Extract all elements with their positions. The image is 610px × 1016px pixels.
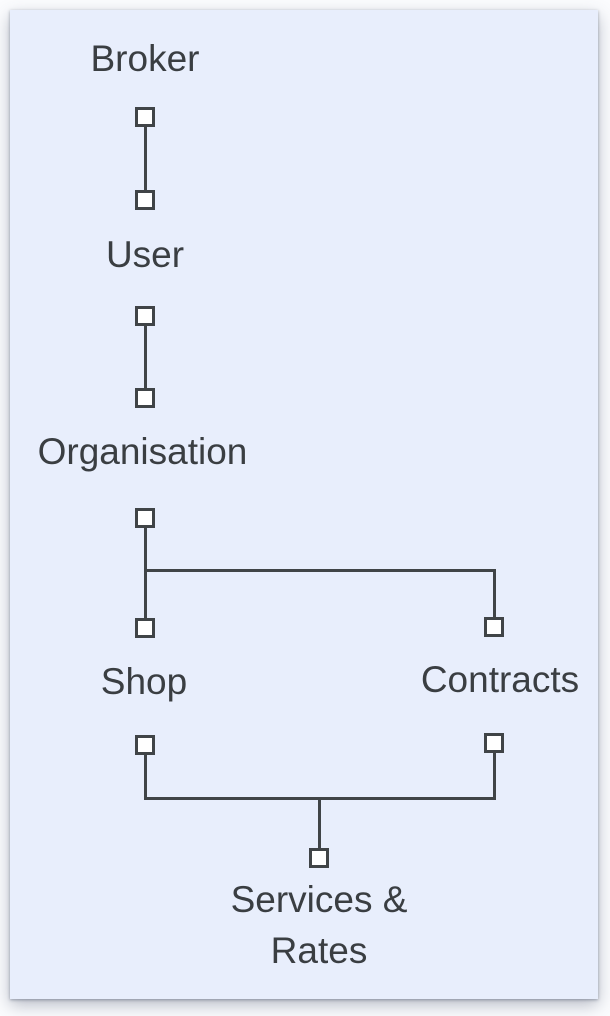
edge-line-horizontal <box>143 569 496 572</box>
edge-line-vertical <box>317 800 321 848</box>
diagram-panel: Broker User Organisation Shop Contracts … <box>10 10 598 999</box>
connector-endpoint <box>484 733 504 753</box>
edge-line-vertical <box>143 325 147 388</box>
edge-line-vertical <box>492 752 496 800</box>
node-label-broker: Broker <box>90 38 200 79</box>
connector-endpoint <box>135 388 155 408</box>
connector-endpoint <box>135 107 155 127</box>
connector-endpoint <box>484 617 504 637</box>
edge-line-vertical <box>143 526 147 618</box>
edge-line-vertical <box>143 753 147 800</box>
connector-endpoint <box>135 190 155 210</box>
node-label-services-rates: Services & Rates <box>230 879 408 971</box>
node-label-organisation: Organisation <box>37 431 248 472</box>
connector-endpoint <box>309 848 329 868</box>
node-label-shop: Shop <box>100 661 188 702</box>
node-label-user: User <box>105 234 185 275</box>
edge-line-horizontal <box>143 797 496 800</box>
edge-line-vertical <box>143 127 147 190</box>
connector-endpoint <box>135 735 155 755</box>
edge-line-vertical <box>492 572 496 617</box>
connector-endpoint <box>135 508 155 528</box>
connector-endpoint <box>135 618 155 638</box>
connector-endpoint <box>135 306 155 326</box>
node-label-contracts: Contracts <box>420 659 580 700</box>
